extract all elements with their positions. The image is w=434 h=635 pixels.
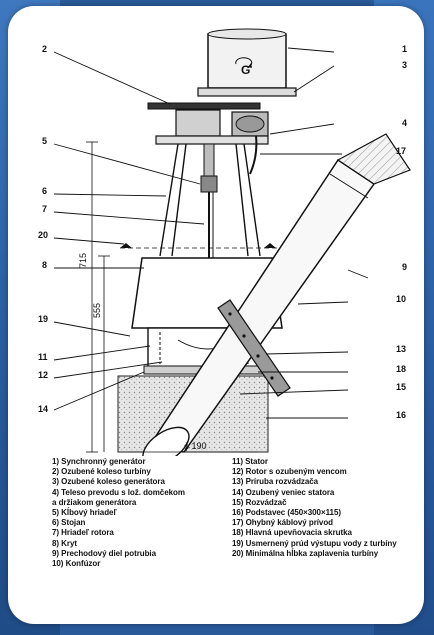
- callout-10: 10: [396, 294, 406, 304]
- leader-lines: [53, 47, 369, 419]
- legend-item: 12) Rotor s ozubeným vencom: [232, 467, 347, 477]
- callout-4: 4: [402, 118, 407, 128]
- callout-13: 13: [396, 344, 406, 354]
- legend-item: 19) Usmernený prúd výstupu vody z turbín…: [232, 538, 397, 548]
- legend-item: 5) Kĺbový hriadeľ: [52, 508, 117, 518]
- callout-11: 11: [38, 352, 48, 362]
- callout-9: 9: [402, 262, 407, 272]
- callout-17: 17: [396, 146, 406, 156]
- callout-15: 15: [396, 382, 406, 392]
- callout-8: 8: [42, 260, 47, 270]
- dimension-lines: [86, 141, 258, 453]
- callout-5: 5: [42, 136, 47, 146]
- legend-item: 2) Ozubené koleso turbíny: [52, 467, 151, 477]
- callout-3: 3: [402, 60, 407, 70]
- legend-item: 15) Rozvádzač: [232, 497, 287, 507]
- generator-letter: G: [241, 63, 250, 77]
- legend-item: 10) Konfúzor: [52, 559, 101, 569]
- turbine-drawing: 715 555 ϕ 190 G: [38, 28, 411, 456]
- legend-item: 6) Stojan: [52, 518, 86, 528]
- callout-19: 19: [38, 314, 48, 324]
- penstock: [142, 133, 411, 456]
- dim-555: 555: [92, 303, 102, 318]
- callout-16: 16: [396, 410, 406, 420]
- stand: [159, 143, 261, 257]
- legend-column-left: 1) Synchronný generátor 2) Ozubené koles…: [52, 457, 185, 569]
- legend-item: 1) Synchronný generátor: [52, 457, 146, 466]
- callout-2: 2: [42, 44, 47, 54]
- callout-7: 7: [42, 204, 47, 214]
- dim-190: ϕ 190: [184, 441, 207, 451]
- callout-1: 1: [402, 44, 407, 54]
- legend-item: 16) Podstavec (450×300×115): [232, 508, 341, 518]
- legend-item: 8) Kryt: [52, 538, 77, 548]
- legend: 1) Synchronný generátor 2) Ozubené koles…: [8, 457, 424, 617]
- callout-12: 12: [38, 370, 48, 380]
- diagram-panel: 715 555 ϕ 190 G: [8, 6, 424, 624]
- legend-item: 3) Ozubené koleso generátora: [52, 477, 165, 487]
- legend-item: a držiakom generátora: [52, 497, 137, 507]
- turbine-gear: [147, 102, 261, 110]
- callout-20: 20: [38, 230, 48, 240]
- legend-item: 9) Prechodový diel potrubia: [52, 548, 157, 558]
- legend-item: 7) Hriadeľ rotora: [52, 528, 114, 538]
- generator: [197, 28, 297, 97]
- legend-item: 13) Príruba rozvádzača: [232, 477, 319, 487]
- legend-item: 11) Stator: [232, 457, 268, 466]
- legend-item: 20) Minimálna hĺbka zaplavenia turbíny: [232, 548, 379, 558]
- legend-item: 17) Ohybný káblový prívod: [232, 518, 334, 528]
- legend-item: 4) Teleso prevodu s lož. domčekom: [52, 487, 185, 497]
- legend-column-right: 11) Stator 12) Rotor s ozubeným vencom 1…: [232, 457, 397, 559]
- cable: [249, 135, 258, 175]
- dim-715: 715: [78, 253, 88, 268]
- callout-18: 18: [396, 364, 406, 374]
- legend-item: 18) Hlavná upevňovacia skrutka: [232, 528, 352, 538]
- callout-6: 6: [42, 186, 47, 196]
- legend-item: 14) Ozubený veniec statora: [232, 487, 335, 497]
- gearbox-housing: [155, 109, 269, 145]
- callout-14: 14: [38, 404, 48, 414]
